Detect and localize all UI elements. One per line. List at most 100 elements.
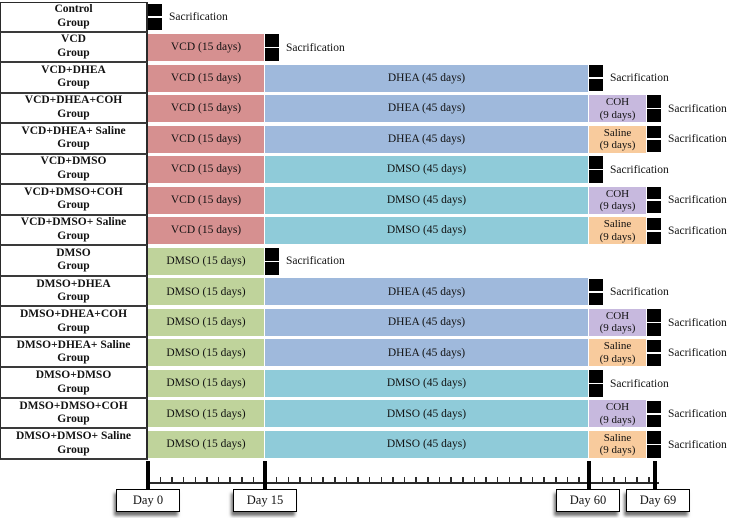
treatment-bar: VCD (15 days) (148, 156, 265, 184)
group-name-line2: Group (57, 352, 90, 365)
sacrifice-label: Sacrification (169, 11, 228, 24)
timeline-minor-tick (310, 477, 313, 482)
bar-label: DMSO (15 days) (166, 438, 246, 451)
sacrifice-marker-square (647, 109, 661, 122)
group-name-line2: Group (57, 46, 90, 59)
bar-label: VCD (15 days) (170, 193, 242, 206)
bar-label: Saline (603, 340, 632, 353)
timeline-minor-tick (438, 477, 441, 482)
bar-label: COH (605, 401, 630, 414)
timeline-minor-tick (194, 477, 197, 482)
treatment-bar: DHEA (45 days) (265, 64, 589, 92)
sacrifice-marker-square (647, 323, 661, 336)
group-name-line1: VCD+DMSO (40, 155, 107, 168)
sacrifice-marker-square (589, 370, 603, 383)
group-name-line1: DMSO+DHEA (36, 277, 111, 290)
sacrifice-marker-square (589, 64, 603, 78)
timeline-minor-tick (403, 477, 406, 482)
treatment-bar: COH(9 days) (589, 95, 647, 123)
timeline-minor-tick (473, 477, 476, 482)
treatment-bar: Saline(9 days) (589, 217, 647, 245)
treatment-bar: COH(9 days) (589, 186, 647, 214)
timeline-minor-tick (252, 477, 255, 482)
timeline-minor-tick (217, 477, 220, 482)
timeline-minor-tick (275, 477, 278, 482)
group-name-line1: DMSO (56, 246, 91, 259)
treatment-bar: Saline(9 days) (589, 430, 647, 458)
sacrifice-marker (589, 370, 603, 397)
timeline-minor-tick (624, 477, 627, 482)
group-name-line2: Group (57, 107, 90, 120)
day-label: Day 0 (132, 493, 164, 507)
bar-label-line2: (9 days) (599, 200, 636, 213)
timeline-minor-tick (566, 477, 569, 482)
sacrifice-marker-square (647, 125, 661, 139)
sacrifice-label: Sacrification (668, 347, 727, 360)
timeline-minor-tick (462, 477, 464, 482)
sacrifice-marker (647, 125, 661, 153)
sacrifice-marker-square (647, 445, 661, 458)
sacrifice-marker (647, 217, 661, 245)
day-label: Day 15 (246, 493, 284, 507)
sacrifice-marker-square (647, 200, 661, 214)
sacrifice-marker-square (647, 231, 661, 245)
day-box: Day 69 (626, 489, 690, 512)
group-name-line2: Group (57, 138, 90, 151)
sacrifice-marker (647, 431, 661, 458)
bar-label: VCD (15 days) (170, 163, 242, 176)
group-name-line1: VCD+DHEA+COH (24, 94, 123, 107)
timeline-minor-tick (182, 477, 185, 482)
sacrifice-label: Sacrification (610, 163, 669, 176)
sacrifice-marker-square (265, 34, 279, 47)
timeline-minor-tick (613, 477, 615, 482)
bar-label: DMSO (15 days) (166, 254, 246, 267)
sacrifice-marker (265, 248, 279, 275)
treatment-bar: COH(9 days) (589, 400, 647, 428)
bar-label-line2: (9 days) (599, 413, 636, 426)
sacrifice-label: Sacrification (668, 438, 727, 451)
treatment-bar: DMSO (15 days) (148, 278, 265, 306)
sacrifice-marker-square (647, 414, 661, 428)
treatment-bar: DHEA (45 days) (265, 308, 589, 336)
sacrifice-marker (647, 95, 661, 122)
sacrifice-label: Sacrification (668, 133, 727, 146)
sacrifice-label: Sacrification (668, 316, 727, 329)
treatment-bar: DMSO (15 days) (148, 430, 265, 458)
timeline-minor-tick (171, 477, 173, 482)
sacrifice-marker-square (647, 431, 661, 444)
sacrifice-label: Sacrification (286, 255, 345, 268)
treatment-bar: DMSO (15 days) (148, 369, 265, 397)
sacrifice-marker-square (265, 248, 279, 261)
treatment-bar: DMSO (45 days) (265, 217, 589, 245)
bar-label: DHEA (45 days) (387, 346, 466, 359)
bar-label: VCD (15 days) (170, 71, 242, 84)
bar-label: VCD (15 days) (170, 102, 242, 115)
treatment-bar: VCD (15 days) (148, 217, 265, 245)
sacrifice-marker-square (647, 186, 661, 200)
timeline-minor-tick (543, 477, 545, 482)
sacrifice-marker (589, 64, 603, 92)
timeline-minor-tick (531, 477, 534, 482)
sacrifice-marker (589, 278, 603, 306)
sacrifice-marker-square (148, 3, 162, 17)
treatment-bar: VCD (15 days) (148, 64, 265, 92)
bar-label: DMSO (45 days) (386, 407, 467, 420)
sacrifice-label: Sacrification (668, 224, 727, 237)
treatment-bar: DMSO (45 days) (265, 400, 589, 428)
treatment-bar: VCD (15 days) (148, 186, 265, 214)
group-name-line1: VCD+DMSO+ Saline (20, 216, 127, 229)
bar-label: DMSO (45 days) (386, 438, 467, 451)
sacrifice-marker-square (647, 400, 661, 414)
